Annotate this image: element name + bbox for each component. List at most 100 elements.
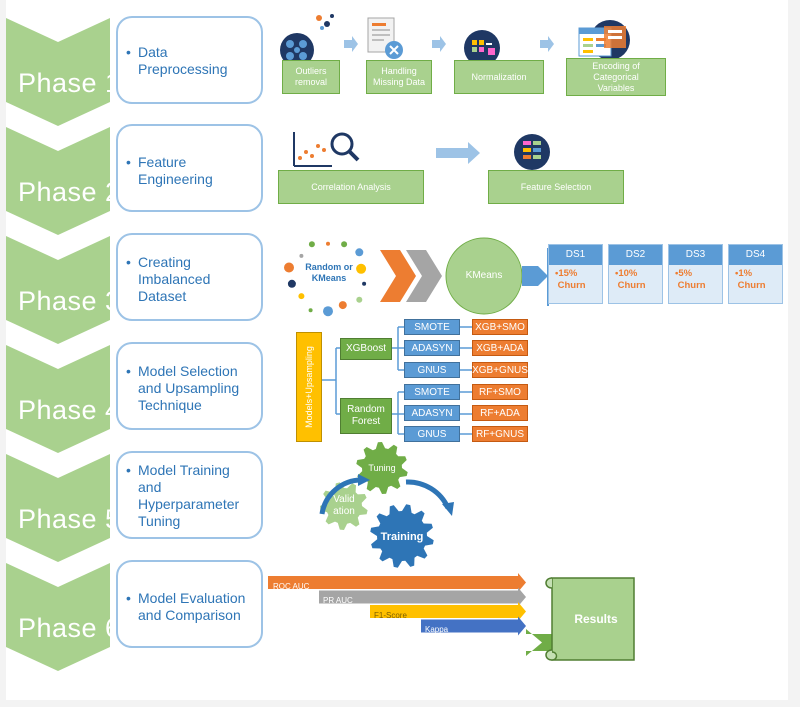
phase-chevron (6, 127, 110, 235)
diagram-canvas: Phase 1 Phase 2 Phase 3 Phase 4 Phase 5 … (6, 0, 788, 700)
results-scroll (545, 577, 635, 661)
chevron-gray-icon (406, 250, 442, 302)
step-label: Outliers (295, 66, 327, 76)
combo-xgb-ada: XGB+ADA (472, 340, 528, 356)
metric-pr-auc-label: PR AUC (323, 596, 353, 605)
normalization-icon (464, 30, 500, 66)
dataset-pct: 10% (618, 268, 638, 279)
bullet-icon: • (126, 590, 131, 606)
arrow-icon (432, 36, 446, 52)
metric-arrow (319, 587, 526, 607)
phase-chevron (6, 454, 110, 562)
cluster-dot (323, 306, 333, 317)
arrow-right-icon (522, 266, 548, 286)
models-upsampling-label-box: Models+Upsampling (296, 332, 322, 442)
cluster-dot (308, 308, 313, 313)
model-name: XGBoost (345, 343, 387, 354)
chevron-orange-icon (380, 250, 416, 302)
bullet-icon: • (615, 268, 619, 279)
cluster-dots-icon (284, 241, 367, 317)
dataset-word: Churn (557, 280, 586, 291)
phase-chevron (6, 345, 110, 453)
model-xgboost: XGBoost (340, 338, 392, 360)
combo-rf-gnus: RF+GNUS (472, 426, 528, 442)
bullet-icon: • (126, 254, 131, 270)
dataset-word: Churn (677, 280, 706, 291)
step-label: Categorical (593, 71, 639, 82)
phase-2-description: • Feature Engineering (116, 124, 263, 212)
metric-roc-auc-label: ROC AUC (273, 582, 310, 591)
bullet-icon: • (126, 44, 131, 60)
step-label: Missing Data (372, 77, 426, 87)
tuning-gear-icon (356, 442, 408, 494)
cluster-dot (362, 281, 367, 286)
cluster-dot (284, 262, 294, 273)
phase-2-label: Phase 2 (18, 177, 121, 207)
bullet-icon: • (675, 268, 679, 279)
phase-chevron (6, 563, 110, 671)
dataset-pct: 5% (678, 268, 693, 279)
step-normalization: Normalization (454, 60, 544, 94)
bullet-icon: • (555, 268, 559, 279)
cycle-arrowhead-icon (442, 502, 454, 516)
cluster-dot (356, 296, 363, 303)
desc-line: Creating (138, 254, 191, 270)
desc-line: and (138, 479, 162, 495)
step-label: Correlation Analysis (311, 181, 391, 192)
validation-label-line: ation (333, 506, 355, 517)
phase-6-description: • Model Evaluation and Comparison (116, 560, 263, 648)
cluster-dot (299, 253, 304, 258)
desc-line: and Upsampling (138, 380, 240, 396)
combo-xgb-gnus: XGB+GNUS (472, 362, 528, 378)
bullet-icon: • (126, 363, 131, 379)
combo-rf-smo: RF+SMO (472, 384, 528, 400)
phase-1-label: Phase 1 (18, 68, 121, 98)
metric-arrow (268, 573, 526, 592)
metric-arrow (370, 602, 526, 621)
step-label: Handling (381, 66, 417, 76)
dataset-ds4: DS4 •1% Churn (728, 244, 783, 304)
technique-adasyn-xgb: ADASYN (404, 340, 460, 356)
phase-3-description: • Creating Imbalanced Dataset (116, 233, 263, 321)
phase-1-description: • Data Preprocessing (116, 16, 263, 104)
phase-chevron (6, 18, 110, 126)
correlation-chart-icon (293, 132, 332, 167)
dataset-name: DS4 (729, 245, 782, 265)
cluster-dot (326, 241, 330, 246)
model-name: Forest (351, 416, 381, 427)
dataset-pct: 1% (738, 268, 753, 279)
metric-mcc-label: MCC (476, 640, 495, 649)
phase-6-label: Phase 6 (18, 613, 121, 643)
desc-line: Engineering (138, 171, 213, 187)
cycle-arrow-icon (405, 479, 451, 510)
training-gear-icon (370, 504, 434, 568)
phase-chevron (6, 236, 110, 344)
bullet-icon: • (126, 462, 131, 478)
phase-5-label: Phase 5 (18, 504, 121, 534)
phase-1-icons (280, 14, 630, 66)
step-label: Variables (597, 82, 635, 93)
desc-line: Technique (138, 397, 202, 413)
cluster-dot (287, 279, 296, 288)
kmeans-label: KMeans (465, 270, 503, 281)
dataset-ds2: DS2 •10% Churn (608, 244, 663, 304)
cluster-dot (298, 293, 305, 300)
phase-4-label: Phase 4 (18, 395, 121, 425)
metric-arrow (421, 616, 526, 636)
cluster-dot (341, 241, 348, 248)
desc-line: Data (138, 44, 168, 60)
cycle-arrow-icon (319, 477, 363, 515)
metric-arrow (526, 629, 558, 656)
phase-2-icons (293, 132, 550, 170)
desc-line: Tuning (138, 513, 181, 529)
step-label: Encoding of (592, 60, 640, 71)
outlier-dots-icon (316, 14, 334, 30)
desc-line: Dataset (138, 288, 187, 304)
phase-5-gears (319, 442, 454, 568)
desc-line: Model Training (138, 462, 230, 478)
missing-data-document-icon (367, 17, 403, 59)
combo-xgb-smo: XGB+SMO (472, 319, 528, 335)
cluster-label-line: Random or (305, 262, 353, 272)
